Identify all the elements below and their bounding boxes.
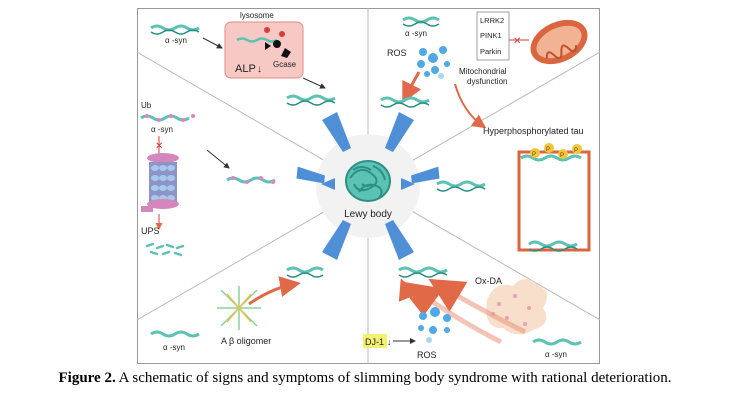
block-mark-mito: ✕ (513, 36, 521, 47)
lysosome-label: lysosome (240, 11, 274, 20)
tau-fibril-bottom (528, 240, 578, 252)
asyn-label-bottom-right: α -syn (545, 350, 567, 359)
lrrk2-label: LRRK2 (480, 16, 504, 25)
mitochondrion (530, 19, 588, 65)
ub-label: Ub (141, 101, 152, 110)
phospho-label-4: P (574, 148, 578, 154)
arrow-ros-to-fibril (402, 71, 422, 104)
figure-label: Figure 2. (58, 370, 116, 386)
hyper-tau-label: Hyperphosphorylated tau (483, 126, 584, 136)
ros-label-top: ROS (387, 48, 407, 58)
asyn-label-bottom-left: α -syn (163, 343, 185, 352)
pink1-label: PINK1 (480, 31, 502, 40)
fibril-asyn-top-right (402, 16, 440, 27)
arrow-ub-to-fibril (206, 149, 230, 169)
fibril-right-output (436, 180, 486, 192)
figure-frame: Lewy body α -syn lysosome ALP ↓ Gcase Ub (136, 8, 601, 364)
fibril-asyn-bottom-right (532, 338, 582, 346)
gcase-molecules (264, 27, 291, 58)
blue-arrows (296, 112, 440, 260)
lewy-body-label: Lewy body (344, 209, 392, 220)
asyn-label-top-right: α -syn (405, 29, 427, 38)
ub-fibril-output (226, 176, 276, 184)
alp-down-arrow: ↓ (257, 64, 262, 75)
figure-caption: Figure 2. A schematic of signs and sympt… (0, 370, 730, 387)
lewy-body (345, 160, 391, 202)
dj1-down-arrow: ↓ (387, 337, 392, 347)
ups-label: UPS (141, 226, 160, 236)
mito-dysfunction-line1: Mitochondrial (459, 67, 507, 76)
fibril-top-right-output (380, 96, 430, 108)
gcase-label: Gcase (273, 60, 297, 69)
phospho-groups (530, 143, 582, 159)
asyn-label-left: α -syn (151, 125, 173, 134)
ub-fibril (140, 114, 195, 122)
fibril-top-left-output (286, 94, 336, 106)
mito-dysfunction-line2: dysfunction (467, 77, 507, 86)
phospho-label-3: P (560, 153, 564, 159)
abeta-label: A β oligomer (221, 336, 271, 346)
ros-cluster-bottom (418, 307, 451, 343)
tau-fibril-top (520, 154, 582, 162)
oxda-label: Ox-DA (475, 276, 502, 286)
arrow-abeta-to-fibril (248, 276, 301, 306)
fibril-bottom-right (398, 266, 448, 278)
alp-label: ALP (235, 63, 256, 75)
arrow-asyn-to-fibril-br (404, 282, 503, 345)
arrow-mito-to-tau (454, 83, 487, 129)
fibril-asyn-top-left (150, 24, 200, 35)
gene-box (476, 11, 510, 61)
dj1-box (363, 334, 387, 348)
phospho-label-2: P (546, 147, 550, 153)
fibril-in-lysosome (236, 37, 278, 43)
asyn-label-top-left: α -syn (165, 36, 187, 45)
arrow-oxda-to-fibril (428, 278, 527, 335)
ups-fragments (145, 242, 185, 257)
ros-cluster-top (417, 46, 450, 79)
proteasome (141, 153, 179, 212)
arrow-lysosome-to-fibril (302, 77, 326, 89)
dj1-label: DJ-1 (365, 337, 384, 347)
caption-text: A schematic of signs and symptoms of sli… (115, 370, 672, 386)
parkin-label: Parkin (480, 47, 501, 56)
abeta-oligomer (217, 286, 261, 330)
arrow-asyn-to-lysosome (202, 37, 223, 49)
arrow-ros-bottom-to-fibril (398, 278, 423, 311)
fibril-asyn-bottom-left (150, 330, 200, 338)
phospho-label-1: P (532, 152, 536, 158)
ros-label-bottom: ROS (417, 350, 437, 360)
